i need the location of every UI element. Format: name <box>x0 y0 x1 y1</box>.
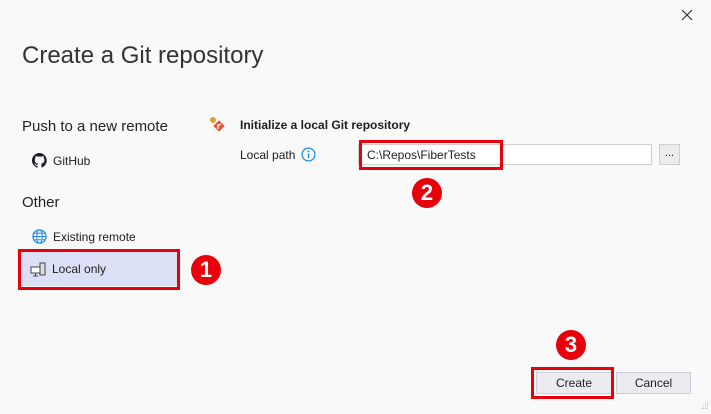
section-other: Other <box>22 194 60 211</box>
existing-remote-label: Existing remote <box>53 229 136 244</box>
info-icon[interactable] <box>301 147 316 162</box>
local-path-input[interactable]: C:\Repos\FiberTests <box>358 144 652 165</box>
close-icon[interactable] <box>678 6 696 24</box>
dialog-title: Create a Git repository <box>22 42 264 69</box>
create-button[interactable]: Create <box>536 372 612 394</box>
sidebar-item-existing-remote[interactable]: Existing remote <box>32 229 136 244</box>
sidebar-item-github[interactable]: GitHub <box>32 153 90 168</box>
annotation-box-2 <box>359 140 503 170</box>
globe-icon <box>32 229 47 244</box>
resize-grip-icon[interactable] <box>699 402 709 412</box>
annotation-badge-1: 1 <box>191 255 221 285</box>
computer-icon <box>30 262 46 276</box>
github-label: GitHub <box>53 153 91 168</box>
git-repo-icon <box>210 117 225 132</box>
local-path-row: Local path <box>240 147 316 162</box>
local-path-label: Local path <box>240 147 296 162</box>
github-icon <box>32 153 47 168</box>
annotation-badge-3: 3 <box>556 330 586 360</box>
annotation-box-3 <box>531 367 614 399</box>
section-push-remote: Push to a new remote <box>22 118 168 135</box>
browse-button[interactable]: ... <box>659 144 680 165</box>
sidebar-item-local-only[interactable]: Local only <box>22 252 177 286</box>
main-heading: Initialize a local Git repository <box>240 118 411 132</box>
annotation-box-1 <box>18 249 180 290</box>
annotation-badge-2: 2 <box>412 178 442 208</box>
local-only-label: Local only <box>52 262 107 276</box>
cancel-button[interactable]: Cancel <box>616 372 691 394</box>
